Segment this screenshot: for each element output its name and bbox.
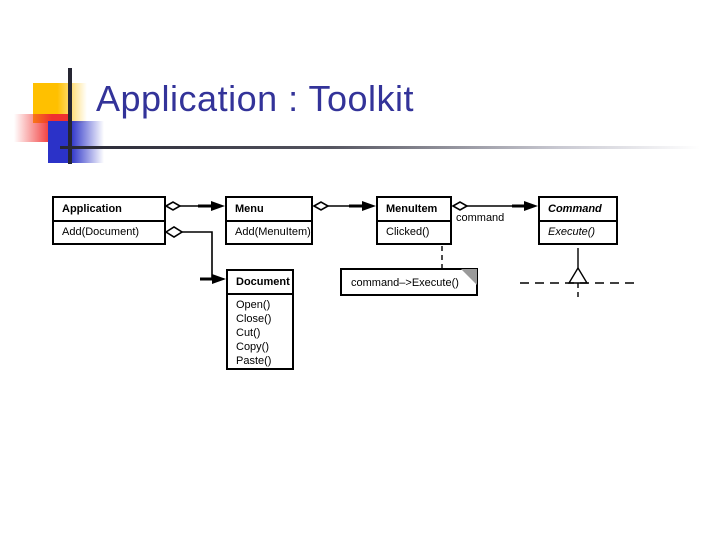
class-operations-menuitem: Clicked() <box>378 222 450 243</box>
arrowhead-command <box>524 201 538 211</box>
operation-item: Copy() <box>236 341 270 353</box>
arrowhead-menu <box>211 201 225 211</box>
operation-item: Execute() <box>548 226 596 238</box>
aggregation-diamond-application-menu <box>164 201 182 211</box>
class-name-command: Command <box>540 198 616 222</box>
operation-item: Close() <box>236 313 272 325</box>
uml-class-menuitem[interactable]: MenuItem Clicked() <box>376 196 452 245</box>
operation-item: Add(MenuItem) <box>235 226 311 238</box>
operation-item: Clicked() <box>386 226 430 238</box>
uml-class-document[interactable]: Document Open() Close() Cut() Copy() Pas… <box>226 269 294 370</box>
note-text: command–>Execute() <box>351 277 459 289</box>
uml-class-command[interactable]: Command Execute() <box>538 196 618 245</box>
operation-item: Open() <box>236 299 271 311</box>
arrowhead-document <box>212 274 226 284</box>
aggregation-diamond-menu-menuitem <box>312 201 330 211</box>
aggregation-diamond-menuitem-command <box>451 201 469 211</box>
page-title: Application : Toolkit <box>96 78 415 119</box>
class-name-document: Document <box>228 271 292 295</box>
uml-note-command-execute[interactable]: command–>Execute() <box>340 268 478 296</box>
operation-item: Cut() <box>236 327 261 339</box>
arrowhead-menuitem <box>362 201 376 211</box>
decoration-blue-square <box>48 121 104 163</box>
class-operations-document: Open() Close() Cut() Copy() Paste() <box>228 295 292 372</box>
class-operations-menu: Add(MenuItem) <box>227 222 311 243</box>
generalization-triangle-command <box>567 266 589 284</box>
aggregation-diamond-application-document <box>164 226 184 238</box>
class-name-menu: Menu <box>227 198 311 222</box>
uml-class-menu[interactable]: Menu Add(MenuItem) <box>225 196 313 245</box>
class-name-menuitem: MenuItem <box>378 198 450 222</box>
association-role-label-command: command <box>456 212 505 224</box>
note-fold-corner-icon <box>461 269 477 285</box>
class-operations-command: Execute() <box>540 222 616 243</box>
decoration-vertical-rule <box>68 68 72 164</box>
class-name-application: Application <box>54 198 164 222</box>
uml-class-application[interactable]: Application Add(Document) <box>52 196 166 245</box>
class-operations-application: Add(Document) <box>54 222 164 243</box>
operation-item: Paste() <box>236 355 272 367</box>
title-underline-rule <box>60 146 700 149</box>
operation-item: Add(Document) <box>62 226 140 238</box>
